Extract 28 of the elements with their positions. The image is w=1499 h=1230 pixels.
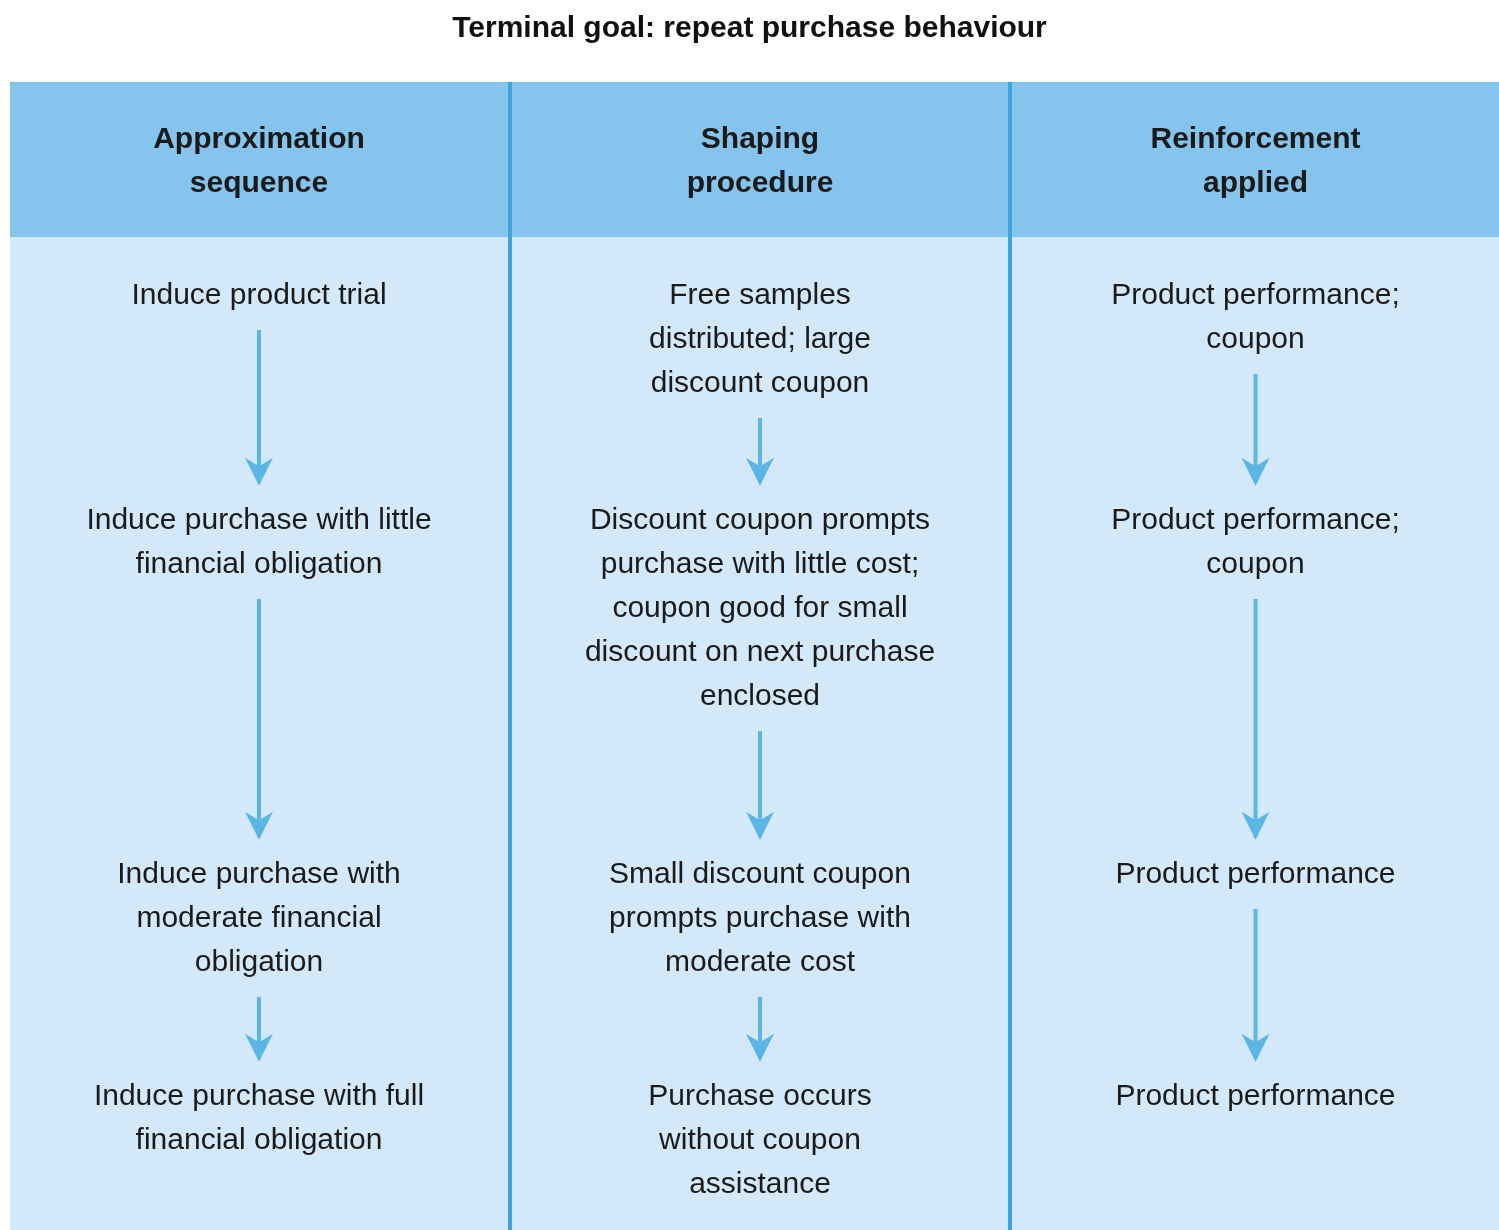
- arrow: [1241, 599, 1270, 840]
- step-text: Product performance; coupon: [1080, 272, 1431, 360]
- arrow: [1241, 374, 1270, 486]
- step-text: Small discount coupon prompts purchase with moderate cost: [577, 851, 943, 983]
- column-panel: [1012, 82, 1499, 1230]
- column-heading: Reinforcement applied: [1149, 119, 1362, 200]
- column-panel: [10, 82, 508, 1230]
- step-text: Product performance: [1055, 851, 1456, 895]
- step-text: Induce purchase with little financial obligation: [59, 497, 459, 585]
- arrow: [245, 997, 273, 1062]
- arrow: [746, 997, 774, 1062]
- step-text: Product performance; coupon: [1080, 497, 1431, 585]
- column-heading: Shaping procedure: [685, 119, 835, 200]
- step-text: Free samples distributed; large discount coupon: [615, 272, 905, 404]
- arrow: [746, 418, 774, 486]
- arrow: [245, 330, 273, 486]
- step-text: Purchase occurs without coupon assistance: [630, 1073, 890, 1205]
- column-panel: [512, 82, 1008, 1230]
- step-text: Induce product trial: [59, 272, 459, 316]
- diagram-title: Terminal goal: repeat purchase behaviour: [451, 10, 1048, 44]
- step-text: Induce purchase with moderate financial obligation: [86, 851, 432, 983]
- arrow: [746, 731, 774, 840]
- step-text: Discount coupon prompts purchase with little cost; coupon good for small discount on next purchase enclosed: [575, 497, 945, 717]
- arrow: [1241, 909, 1270, 1062]
- step-text: Induce purchase with full financial obligation: [59, 1073, 459, 1161]
- column-heading: Approximation sequence: [152, 119, 366, 200]
- step-text: Product performance: [1055, 1073, 1456, 1117]
- arrow: [245, 599, 273, 840]
